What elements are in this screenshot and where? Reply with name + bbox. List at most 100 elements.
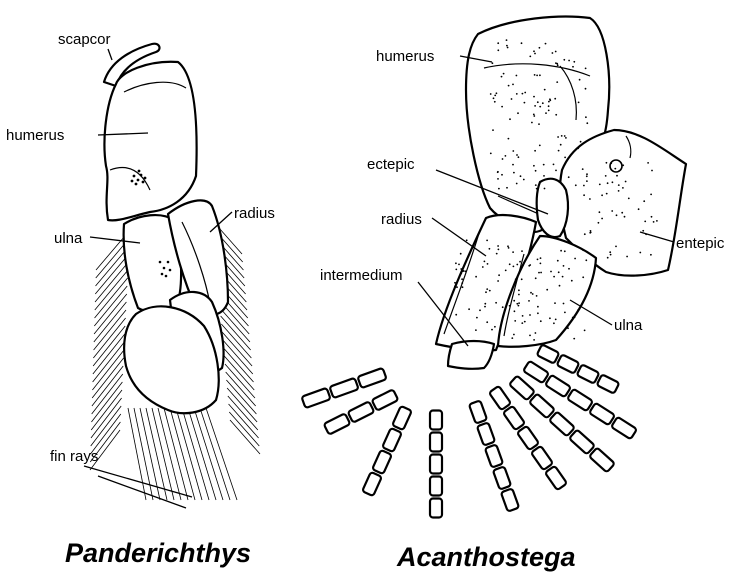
fin-ray — [222, 332, 252, 366]
stipple-dot — [639, 252, 641, 254]
stipple-dot — [484, 306, 486, 308]
stipple-dot — [550, 271, 552, 273]
phalanx — [489, 386, 511, 410]
stipple-dot — [555, 51, 557, 53]
stipple-dot — [454, 285, 456, 287]
stipple-dot — [545, 112, 547, 114]
stipple-dot — [533, 96, 535, 98]
stipple-dot — [582, 249, 584, 251]
stipple-dot — [539, 145, 541, 147]
phalanx — [531, 446, 553, 470]
fin-ray — [92, 358, 123, 398]
stipple-dot — [533, 114, 535, 116]
fin-ray — [91, 382, 122, 422]
stipple-dot — [625, 181, 627, 183]
stipple-dot — [482, 266, 484, 268]
stipple-dot — [585, 116, 587, 118]
stipple-dot — [519, 261, 521, 263]
label-ulna: ulna — [54, 230, 83, 247]
stipple-dot — [497, 42, 499, 44]
stipple-dot — [518, 289, 520, 291]
stipple-dot — [505, 270, 507, 272]
stipple-dot — [531, 122, 533, 124]
stipple-dot — [486, 288, 488, 290]
phalanx — [301, 388, 330, 408]
stipple-dot — [521, 278, 523, 280]
stipple-dot — [506, 187, 508, 189]
stipple-dot — [497, 171, 499, 173]
stipple-dot — [575, 184, 577, 186]
stipple-dot — [454, 282, 456, 284]
stipple-dot — [503, 73, 505, 75]
stipple-dot — [656, 220, 658, 222]
phalanx — [392, 406, 412, 430]
stipple-dot — [622, 187, 624, 189]
stipple-dot — [536, 295, 538, 297]
stipple-dot — [599, 211, 601, 213]
phalanx — [348, 401, 375, 422]
stipple-dot — [582, 276, 584, 278]
stipple-dot — [529, 56, 531, 58]
stipple-dot — [577, 147, 579, 149]
stipple-dot — [534, 74, 536, 76]
fin-ray — [95, 270, 128, 310]
stipple-dot — [516, 75, 518, 77]
stipple-dot — [559, 285, 561, 287]
stipple-dot — [548, 105, 550, 107]
fin-ray — [206, 408, 237, 500]
stipple-dot — [607, 182, 609, 184]
stipple-dot — [501, 106, 503, 108]
stipple-dot — [555, 170, 557, 172]
stipple-dot — [516, 154, 518, 156]
stipple-dot — [523, 179, 525, 181]
stipple-dot — [609, 251, 611, 253]
stipple-dot — [514, 310, 516, 312]
stipple-dot — [462, 270, 464, 272]
stipple-dot — [524, 102, 526, 104]
phalanx — [545, 375, 571, 398]
stipple-dot — [626, 256, 628, 258]
stipple-dot — [505, 155, 507, 157]
fin-ray — [224, 348, 254, 382]
stipple-dot — [537, 101, 539, 103]
stipple-dot — [537, 259, 539, 261]
stipple-dot — [538, 123, 540, 125]
stipple-dot — [492, 129, 494, 131]
phalanx — [382, 428, 402, 452]
phalanx — [485, 444, 503, 467]
stipple-dot — [614, 168, 616, 170]
stipple-dot — [502, 158, 504, 160]
stipple-dot — [586, 122, 588, 124]
stipple-dot — [479, 309, 481, 311]
stipple-dot — [513, 266, 515, 268]
stipple-dot — [624, 216, 626, 218]
stipple-dot — [585, 259, 587, 261]
ectepic-bone — [537, 179, 568, 237]
stipple-dot — [590, 230, 592, 232]
stipple-dot — [540, 257, 542, 259]
stipple-dot — [621, 212, 623, 214]
stipple-dot — [553, 276, 555, 278]
stipple-dot — [507, 245, 509, 247]
stipple-dot — [560, 144, 562, 146]
stipple-dot — [560, 250, 562, 252]
stipple-dot — [509, 118, 511, 120]
stipple-dot — [606, 162, 608, 164]
stipple-dot — [508, 85, 510, 87]
fin-ray — [227, 388, 257, 422]
stipple-dot — [460, 273, 462, 275]
fin-ray — [92, 374, 123, 414]
stipple-dot — [536, 188, 538, 190]
stipple-dot — [650, 254, 652, 256]
stipple-dot — [495, 302, 497, 304]
stipple-dot — [511, 337, 513, 339]
fin-ray — [95, 262, 128, 302]
stipple-dot — [643, 200, 645, 202]
stipple-dot — [491, 329, 493, 331]
stipple-dot — [535, 332, 537, 334]
stipple-dot — [508, 247, 510, 249]
stipple-dot — [644, 221, 646, 223]
stipple-dot — [651, 170, 653, 172]
label-entepic: entepic — [676, 235, 725, 252]
fin-ray — [93, 326, 125, 366]
